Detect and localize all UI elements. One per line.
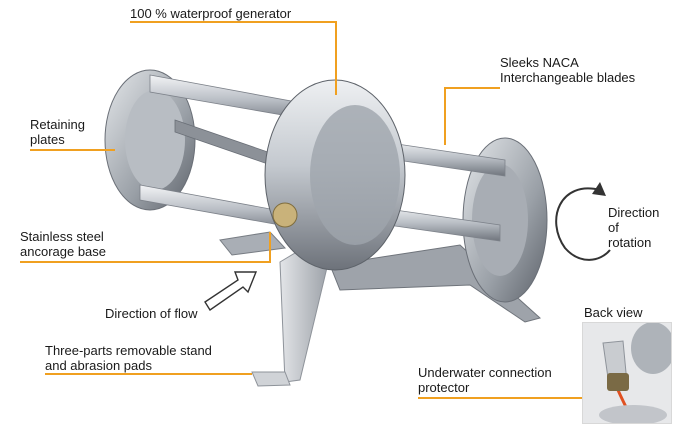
rotation-label: Direction of rotation	[608, 205, 660, 250]
generator-body	[264, 79, 406, 271]
stand	[219, 231, 542, 387]
retaining-plates-label: Retaining plates	[30, 117, 85, 147]
rotation-arrow-icon	[555, 182, 611, 261]
blades-label: Sleeks NACA Interchangeable blades	[500, 55, 636, 85]
back-view-inset	[582, 322, 672, 424]
flow-arrow-icon	[204, 271, 258, 311]
back-view-image	[583, 323, 671, 423]
stand-label: Three-parts removable stand and abrasion…	[45, 343, 212, 373]
generator-label: 100 % waterproof generator	[130, 6, 292, 21]
right-retaining-plate	[462, 137, 548, 303]
connector-icon	[272, 202, 298, 228]
connection-protector-label: Underwater connection protector	[418, 365, 552, 395]
anchorage-base-label: Stainless steel ancorage base	[20, 229, 107, 259]
back-view-label: Back view	[584, 305, 643, 320]
flow-label: Direction of flow	[105, 306, 198, 321]
left-retaining-plate	[104, 69, 196, 211]
